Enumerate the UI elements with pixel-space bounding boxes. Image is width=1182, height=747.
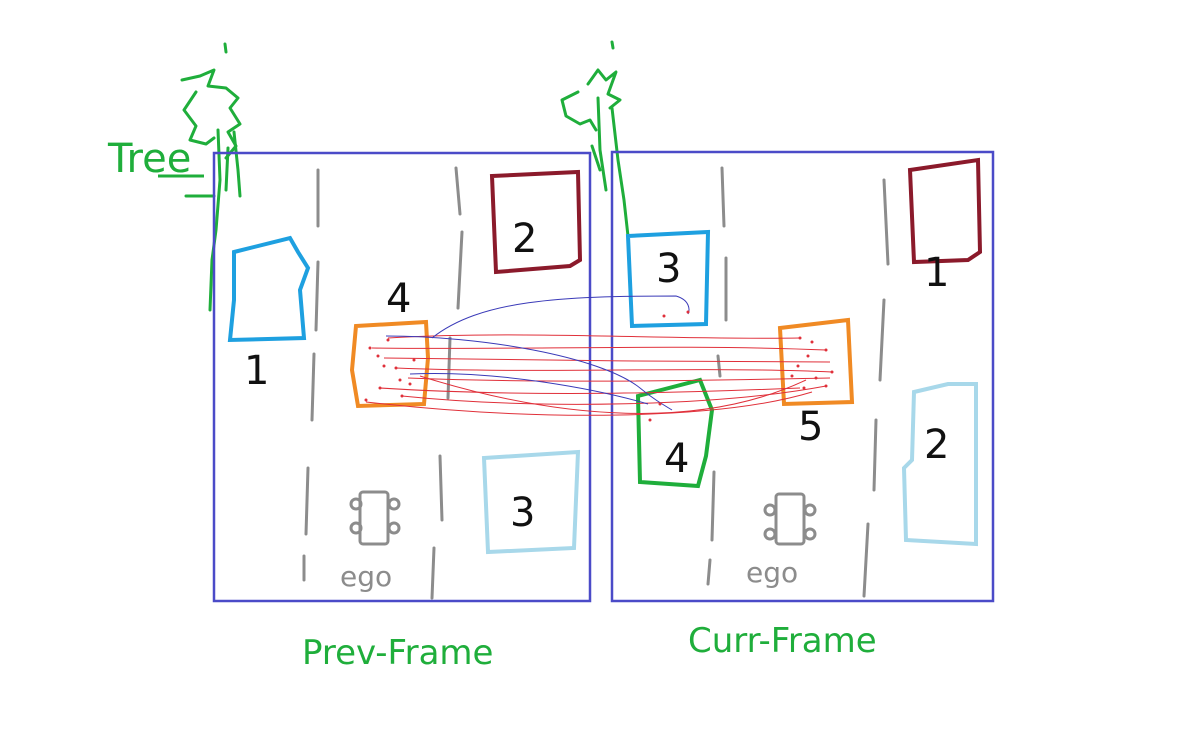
tree-right-drawing bbox=[560, 40, 630, 238]
curr-frame-border bbox=[610, 150, 995, 603]
curr-box-4-label: 4 bbox=[664, 436, 689, 482]
curr-box-2-label: 2 bbox=[924, 422, 949, 468]
prev-box-2 bbox=[489, 169, 583, 275]
curr-box-5-label: 5 bbox=[798, 404, 823, 450]
prev-lane-lines bbox=[302, 166, 464, 600]
curr-ego-label: ego bbox=[746, 556, 798, 589]
curr-lane-lines bbox=[706, 166, 890, 598]
curr-frame-caption: Curr-Frame bbox=[688, 621, 877, 661]
match-lines-blue bbox=[385, 295, 690, 411]
prev-box-3-label: 3 bbox=[510, 490, 535, 536]
curr-box-3-label: 3 bbox=[656, 246, 681, 292]
curr-frame: 1 2 3 4 5 ego bbox=[610, 150, 995, 603]
prev-box-3 bbox=[481, 449, 581, 555]
prev-ego-car-icon bbox=[349, 490, 401, 546]
curr-box-1 bbox=[907, 157, 983, 265]
curr-box-2 bbox=[901, 382, 978, 547]
prev-frame-caption: Prev-Frame bbox=[302, 633, 493, 673]
prev-ego-label: ego bbox=[340, 560, 392, 593]
prev-frame-border bbox=[212, 151, 592, 603]
keypoints bbox=[364, 310, 834, 422]
prev-box-1-label: 1 bbox=[244, 348, 269, 394]
match-lines-red bbox=[365, 334, 833, 416]
prev-frame: 1 2 3 4 ego bbox=[212, 151, 592, 603]
prev-box-1 bbox=[227, 235, 311, 343]
prev-box-4 bbox=[349, 319, 431, 409]
prev-box-2-label: 2 bbox=[512, 216, 537, 262]
tree-left-drawing bbox=[180, 42, 242, 312]
curr-box-1-label: 1 bbox=[924, 250, 949, 296]
tree-label: Tree bbox=[107, 136, 191, 182]
curr-ego-car-icon bbox=[763, 492, 817, 546]
prev-box-4-label: 4 bbox=[386, 276, 411, 322]
